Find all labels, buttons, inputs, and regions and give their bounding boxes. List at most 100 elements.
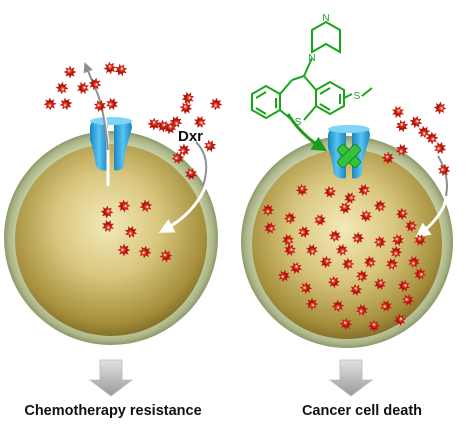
drug-particle	[327, 275, 341, 289]
drug-particle	[339, 317, 353, 331]
drug-particle	[417, 125, 431, 139]
drug-particle	[341, 257, 355, 271]
drug-particle	[433, 141, 447, 155]
molecule-atom-n-top: N	[322, 13, 329, 24]
molecule-atom-s-methylthio: S	[354, 91, 361, 102]
drug-particle	[101, 219, 115, 233]
drug-particle	[284, 244, 296, 256]
drug-particle	[323, 185, 337, 199]
drug-particle	[209, 97, 223, 111]
drug-particle	[409, 115, 423, 129]
drug-particle	[100, 205, 114, 219]
drug-particle	[389, 245, 403, 259]
drug-particle	[331, 299, 345, 313]
drug-particle	[277, 269, 291, 283]
drug-particle	[147, 117, 161, 131]
drug-particle	[138, 245, 152, 259]
drug-particle	[381, 151, 395, 165]
left-efflux-pump	[90, 117, 132, 171]
drug-particle	[63, 65, 77, 79]
left-efflux-arrow	[83, 62, 109, 151]
drug-particle	[289, 261, 303, 275]
left-cell	[4, 131, 218, 345]
left-caption: Chemotherapy resistance	[24, 403, 202, 419]
drug-particle	[397, 279, 411, 293]
drug-particle	[261, 203, 275, 217]
drug-particles	[43, 61, 451, 333]
drug-particle	[395, 119, 409, 133]
right-influx-arrow-outer	[437, 155, 448, 197]
drug-particle	[425, 131, 439, 145]
drug-particle	[139, 199, 153, 213]
drug-particle	[355, 269, 369, 283]
drug-particle	[114, 63, 128, 77]
drug-particle	[357, 183, 371, 197]
drug-particle	[363, 255, 377, 269]
drug-particle	[297, 225, 311, 239]
drug-particle	[391, 233, 405, 247]
left-influx-arrow-outer	[195, 141, 208, 187]
drug-particle	[404, 219, 418, 233]
drug-particle	[395, 207, 409, 221]
drug-particle	[433, 101, 447, 115]
drug-particle	[314, 214, 326, 226]
drug-particle	[385, 257, 399, 271]
drug-particle	[203, 139, 217, 153]
drug-particle	[355, 303, 369, 317]
drug-particle	[283, 211, 297, 225]
block-x-icon	[336, 143, 362, 169]
drug-particle	[93, 99, 107, 113]
drug-particle	[177, 143, 191, 157]
drug-particle	[184, 167, 198, 181]
drug-particle	[299, 281, 313, 295]
drug-particle	[413, 267, 427, 281]
drug-particle	[414, 234, 426, 246]
drug-particle	[328, 229, 342, 243]
drug-particle	[76, 81, 90, 95]
drug-particle	[171, 151, 185, 165]
drug-particle	[103, 61, 117, 75]
drug-particle	[179, 101, 193, 115]
left-outcome-arrow	[88, 359, 134, 397]
drug-particle	[367, 319, 381, 333]
molecule-atom-s-ring: S	[295, 117, 302, 128]
drug-particle	[163, 121, 177, 135]
drug-particle	[380, 300, 392, 312]
drug-particle	[306, 244, 318, 256]
inhibitor-molecule	[251, 20, 373, 121]
drug-particle	[282, 234, 294, 246]
drug-particle	[159, 249, 173, 263]
drug-particle	[169, 115, 183, 129]
drug-particle	[105, 97, 119, 111]
right-caption: Cancer cell death	[301, 403, 423, 419]
drug-particle	[408, 256, 420, 268]
right-cell	[241, 136, 453, 348]
drug-particle	[88, 77, 102, 91]
drug-particle	[351, 231, 365, 245]
drug-particle	[401, 293, 415, 307]
drug-particle	[124, 225, 138, 239]
right-cell-cytoplasm	[252, 149, 442, 339]
drug-particle	[43, 97, 57, 111]
drug-particle	[117, 199, 131, 213]
drug-particle	[305, 297, 319, 311]
right-outcome-arrow	[328, 359, 374, 397]
drug-particle	[264, 222, 276, 234]
drug-particle	[437, 163, 451, 177]
drug-particle	[374, 278, 386, 290]
drug-particle	[373, 199, 387, 213]
drug-particle	[349, 283, 363, 297]
drug-particle	[319, 255, 333, 269]
drug-particle	[295, 183, 309, 197]
drug-particle	[395, 143, 409, 157]
drug-particle	[59, 97, 73, 111]
drug-particle	[117, 243, 131, 257]
molecule-piperazine	[311, 20, 341, 54]
molecule-atom-n-bottom: N	[308, 53, 315, 64]
drug-particle	[359, 209, 373, 223]
drug-particle	[335, 243, 349, 257]
drug-particle	[193, 115, 207, 129]
drug-particle	[393, 313, 407, 327]
drug-particle	[181, 91, 195, 105]
